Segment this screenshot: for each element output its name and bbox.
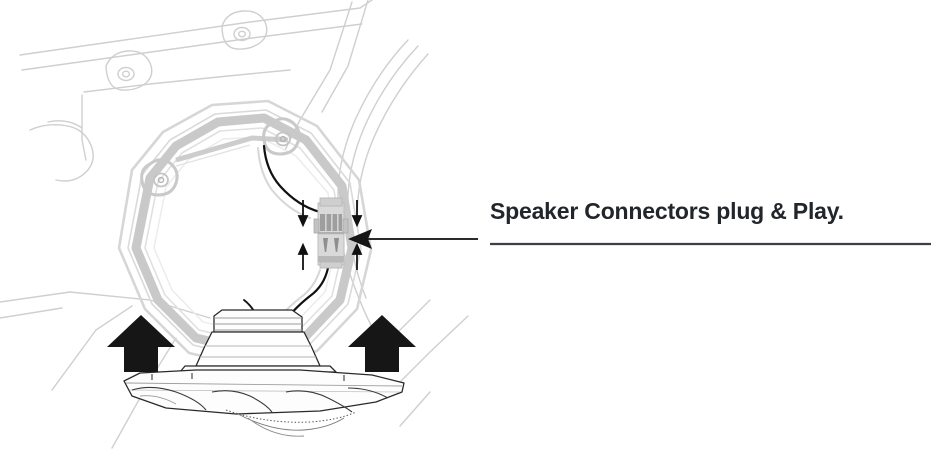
door-panel-group (0, 0, 469, 449)
callout-label: Speaker Connectors plug & Play. (490, 198, 844, 224)
lift-arrow-right (348, 315, 416, 372)
callout-arrowhead (348, 229, 372, 249)
speaker-opening-gasket (117, 99, 373, 371)
connector-mating-direction-arrows (297, 200, 363, 270)
speaker-lift-into-opening-arrows (107, 315, 416, 372)
loudspeaker-body (123, 309, 405, 437)
lift-arrow-left (107, 315, 175, 372)
callout-leader (348, 229, 478, 249)
speaker-connector-plug (313, 197, 349, 269)
speaker-wire-secondary (257, 147, 321, 331)
